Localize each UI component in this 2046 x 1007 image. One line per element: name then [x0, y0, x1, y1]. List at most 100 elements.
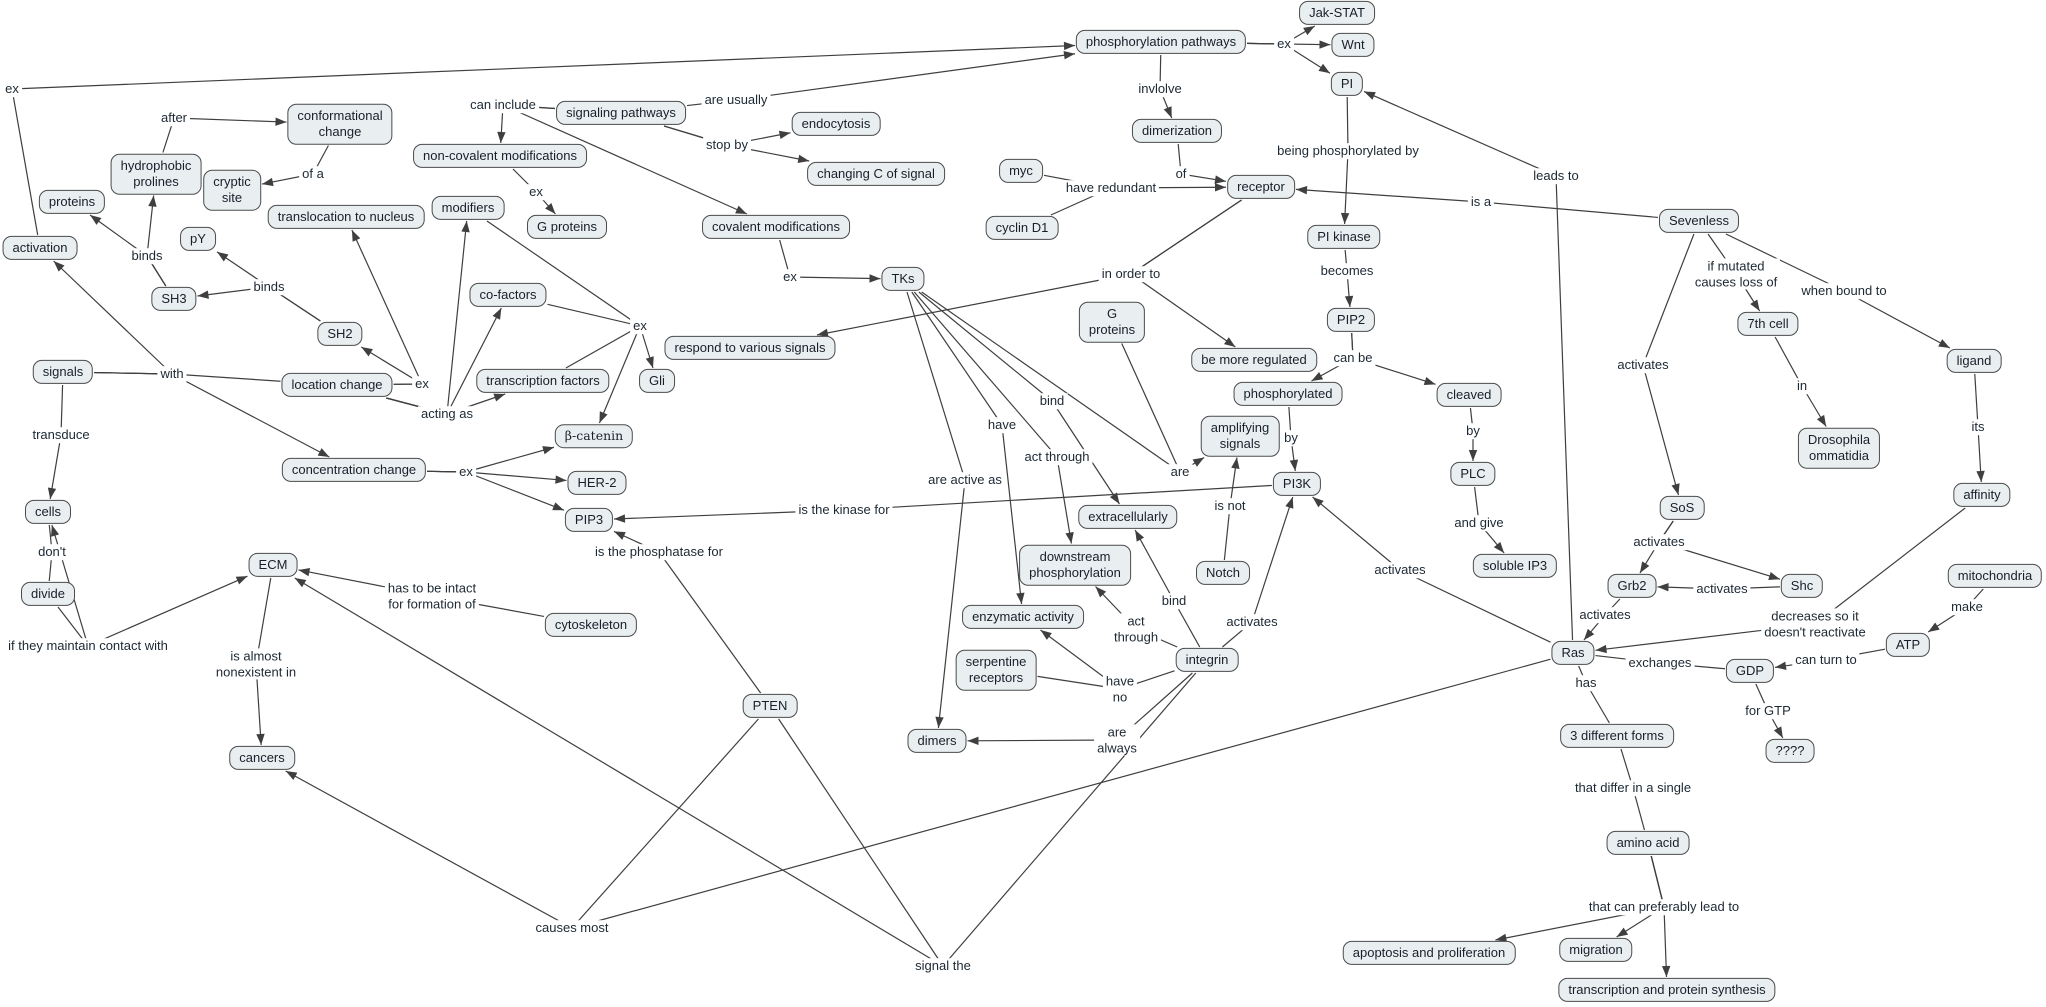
link-phrase-haveno: have no	[1102, 673, 1138, 705]
concept-node-cofactors[interactable]: co-factors	[469, 282, 547, 308]
concept-node-gprot1[interactable]: G proteins	[527, 214, 607, 240]
concept-node-qqqq[interactable]: ????	[1765, 738, 1815, 764]
concept-node-pten[interactable]: PTEN	[742, 693, 798, 719]
link-phrase-ex_hub: ex	[630, 318, 650, 334]
concept-node-jakstat[interactable]: Jak-STAT	[1299, 0, 1375, 26]
link-phrase-decreases: decreases so it doesn't reactivate	[1761, 608, 1869, 640]
concept-node-cells[interactable]: cells	[24, 499, 72, 525]
concept-node-sigpath[interactable]: signaling pathways	[556, 100, 686, 126]
concept-node-cancers[interactable]: cancers	[229, 745, 295, 771]
concept-node-pip2[interactable]: PIP2	[1326, 307, 1376, 333]
concept-node-cytoskel[interactable]: cytoskeleton	[544, 612, 638, 638]
concept-node-endocytosis[interactable]: endocytosis	[791, 111, 881, 137]
concept-node-pp[interactable]: phosphorylation pathways	[1075, 29, 1247, 55]
concept-node-cryptic[interactable]: cryptic site	[203, 169, 261, 211]
concept-node-proteins[interactable]: proteins	[38, 189, 106, 215]
concept-node-activation[interactable]: activation	[2, 235, 78, 261]
concept-node-tps[interactable]: transcription and protein synthesis	[1558, 977, 1776, 1003]
concept-node-solip3[interactable]: soluble IP3	[1472, 553, 1558, 579]
concept-node-ecm[interactable]: ECM	[248, 552, 298, 578]
concept-node-tf[interactable]: transcription factors	[476, 368, 610, 394]
concept-node-gli[interactable]: Gli	[639, 368, 675, 394]
concept-node-grb2[interactable]: Grb2	[1607, 573, 1657, 599]
concept-node-bmr[interactable]: be more regulated	[1191, 347, 1317, 373]
link-phrase-actthrough_int: act through	[1110, 613, 1162, 645]
link-phrase-ofa: of a	[299, 166, 327, 182]
concept-node-integrin[interactable]: integrin	[1175, 647, 1239, 673]
link-phrase-invlolve: invlolve	[1135, 81, 1185, 97]
concept-node-affinity[interactable]: affinity	[1953, 482, 2011, 508]
concept-node-cleaved[interactable]: cleaved	[1436, 382, 1502, 408]
concept-node-sh3[interactable]: SH3	[151, 286, 197, 312]
concept-node-wnt[interactable]: Wnt	[1331, 32, 1375, 58]
concept-node-serprec[interactable]: serpentine receptors	[955, 649, 1037, 691]
concept-node-mito[interactable]: mitochondria	[1947, 563, 2043, 589]
concept-node-concchange[interactable]: concentration change	[281, 457, 427, 483]
concept-node-myc[interactable]: myc	[999, 158, 1043, 184]
concept-node-rtvs[interactable]: respond to various signals	[664, 335, 836, 361]
concept-node-pikinase[interactable]: PI kinase	[1307, 224, 1381, 250]
concept-node-aminoacid[interactable]: amino acid	[1606, 830, 1690, 856]
link-phrase-isa: is a	[1467, 194, 1495, 210]
concept-node-extracell[interactable]: extracellularly	[1078, 504, 1178, 530]
link-phrase-act_sos: activates	[1630, 534, 1688, 550]
link-phrase-with: with	[157, 366, 187, 382]
concept-node-dimers[interactable]: dimers	[907, 728, 967, 754]
concept-node-covmod[interactable]: covalent modifications	[702, 214, 850, 240]
concept-node-dimerization[interactable]: dimerization	[1131, 118, 1223, 144]
link-phrase-arealways: are always	[1094, 724, 1140, 756]
link-phrase-preferably: that can preferably lead to	[1585, 899, 1743, 915]
link-phrase-canturnto: can turn to	[1792, 652, 1860, 668]
concept-node-sos[interactable]: SoS	[1659, 495, 1705, 521]
concept-node-pi3k[interactable]: PI3K	[1272, 471, 1322, 497]
concept-node-transloc[interactable]: translocation to nucleus	[267, 204, 425, 230]
concept-node-ras[interactable]: Ras	[1551, 640, 1595, 666]
link-phrase-actthrough_tks: act through	[1021, 449, 1093, 465]
concept-node-signals[interactable]: signals	[32, 359, 94, 385]
concept-node-sh2[interactable]: SH2	[317, 321, 363, 347]
link-phrase-leadsto: leads to	[1530, 168, 1582, 184]
concept-node-apoppro[interactable]: apoptosis and proliferation	[1342, 940, 1516, 966]
concept-node-py[interactable]: pY	[180, 226, 216, 252]
concept-node-migration[interactable]: migration	[1559, 937, 1633, 963]
link-phrase-act_grb2: activates	[1576, 607, 1634, 623]
concept-node-sevenless[interactable]: Sevenless	[1659, 208, 1739, 234]
concept-node-shc[interactable]: Shc	[1780, 573, 1824, 599]
link-phrase-andgive: and give	[1451, 515, 1507, 531]
concept-node-pip3[interactable]: PIP3	[564, 507, 614, 533]
concept-node-gdp[interactable]: GDP	[1725, 658, 1775, 684]
concept-node-ligand[interactable]: ligand	[1946, 348, 2002, 374]
concept-node-ncm[interactable]: non-covalent modifications	[413, 143, 587, 169]
concept-node-cyclin[interactable]: cyclin D1	[985, 215, 1059, 241]
concept-node-hydro[interactable]: hydrophobic prolines	[110, 153, 202, 195]
concept-node-locchange[interactable]: location change	[281, 372, 393, 398]
concept-node-phosphorylated[interactable]: phosphorylated	[1233, 381, 1343, 407]
link-phrase-bind_int: bind	[1158, 593, 1190, 609]
concept-node-tks[interactable]: TKs	[881, 266, 925, 292]
concept-node-betacat[interactable]: β-catenin	[554, 424, 634, 448]
concept-node-drosophila[interactable]: Drosophila ommatidia	[1797, 427, 1881, 469]
link-phrase-exchanges: exchanges	[1625, 655, 1695, 671]
link-phrase-isnot: is not	[1211, 498, 1249, 514]
link-phrase-its: its	[1968, 419, 1988, 435]
concept-node-plc[interactable]: PLC	[1450, 461, 1496, 487]
concept-node-ccs[interactable]: changing C of signal	[807, 161, 945, 187]
concept-node-pi[interactable]: PI	[1330, 71, 1364, 97]
link-phrase-areusually: are usually	[701, 92, 771, 108]
concept-node-modifiers[interactable]: modifiers	[431, 195, 505, 221]
concept-node-seventh[interactable]: 7th cell	[1737, 311, 1799, 337]
concept-node-gprot2[interactable]: G proteins	[1078, 301, 1146, 343]
concept-node-amplif[interactable]: amplifying signals	[1200, 415, 1280, 457]
link-phrase-intact: has to be intact for formation of	[384, 580, 480, 612]
concept-node-notch[interactable]: Notch	[1196, 560, 1250, 586]
concept-node-confchange[interactable]: conformational change	[287, 103, 393, 145]
concept-node-receptor[interactable]: receptor	[1227, 174, 1295, 200]
concept-node-her2[interactable]: HER-2	[567, 470, 627, 496]
concept-node-dsphos[interactable]: downstream phosphorylation	[1019, 544, 1131, 586]
link-phrase-act_shc: activates	[1693, 581, 1751, 597]
concept-node-threeforms[interactable]: 3 different forms	[1560, 723, 1674, 749]
concept-node-atp[interactable]: ATP	[1885, 632, 1931, 658]
concept-node-divide[interactable]: divide	[21, 581, 75, 607]
concept-node-enzact[interactable]: enzymatic activity	[962, 604, 1084, 630]
